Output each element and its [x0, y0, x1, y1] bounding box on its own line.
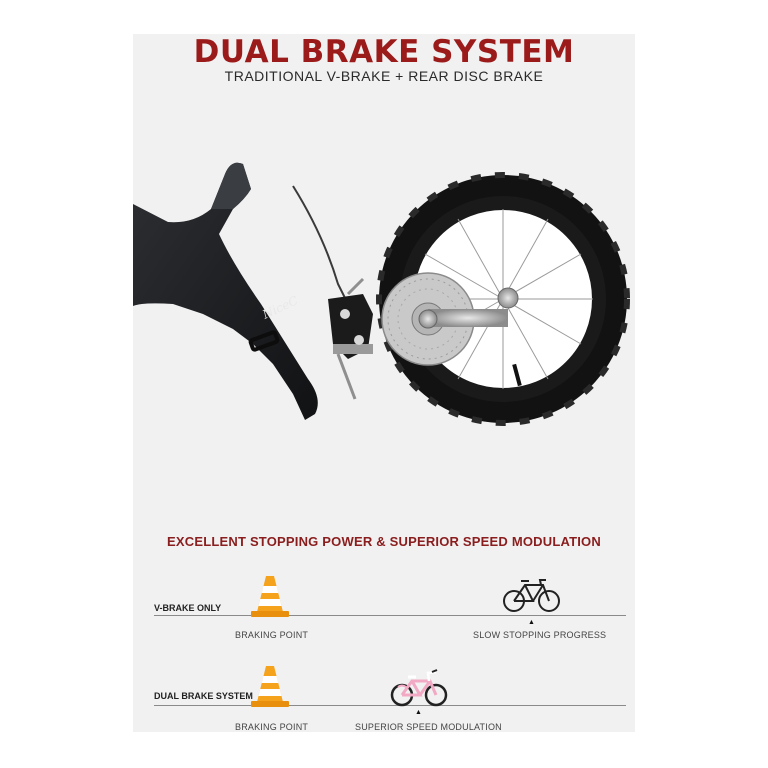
result-pointer: ▲ [415, 709, 422, 716]
v-brake-caliper [328, 277, 373, 400]
row-label-dual-brake-system: DUAL BRAKE SYSTEM [154, 691, 253, 701]
frame-logo-text: NiceC [259, 293, 300, 322]
braking-point-label: BRAKING POINT [235, 722, 309, 732]
bike-rear-wheel-illustration: NiceC [133, 162, 630, 426]
braking-point-label: BRAKING POINT [235, 630, 309, 640]
row-label-v-brake-only: V-BRAKE ONLY [154, 603, 222, 613]
tagline: EXCELLENT STOPPING POWER & SUPERIOR SPEE… [167, 534, 601, 549]
bicycle-outline-icon [501, 577, 563, 618]
wheel-hub [428, 309, 508, 327]
kids-bicycle-icon [390, 667, 448, 712]
row-track-v-brake-only [154, 615, 626, 616]
bike-frame [133, 162, 318, 420]
result-label-superior-modulation: SUPERIOR SPEED MODULATION [355, 722, 502, 732]
page-subtitle: TRADITIONAL V-BRAKE + REAR DISC BRAKE [224, 68, 544, 84]
result-label-slow-stopping: SLOW STOPPING PROGRESS [473, 630, 607, 640]
traffic-cone-icon [249, 664, 291, 713]
brake-cable [292, 185, 349, 305]
page-title: DUAL BRAKE SYSTEM [193, 34, 575, 70]
result-pointer: ▲ [528, 619, 535, 626]
row-track-dual-brake-system [154, 705, 626, 706]
traffic-cone-icon [249, 574, 291, 623]
product-panel: DUAL BRAKE SYSTEM TRADITIONAL V-BRAKE + … [133, 34, 635, 732]
